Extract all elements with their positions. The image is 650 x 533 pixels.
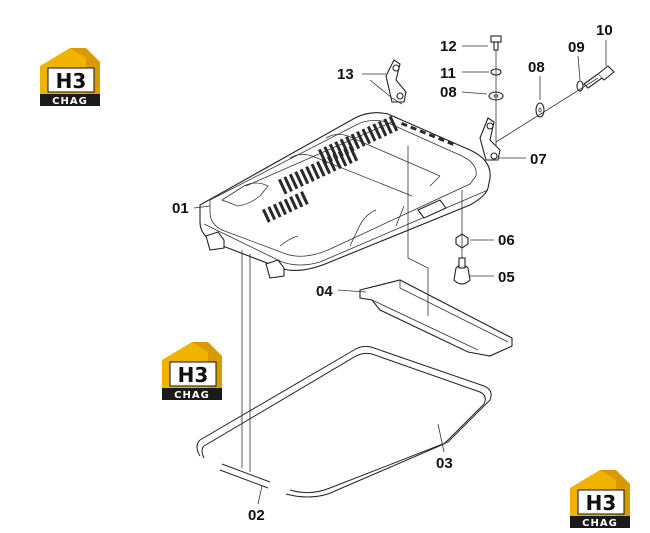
callout-02: 02 [248, 507, 265, 524]
callout-09: 09 [568, 39, 585, 56]
callout-13: 13 [337, 66, 354, 83]
rod-part [219, 463, 271, 489]
hinge-bracket-right [479, 117, 501, 161]
bulb-part [453, 257, 471, 285]
bolt-part [583, 65, 615, 89]
flat-washer-part-right [535, 102, 545, 118]
watermark-logo-bottom-right: H3 CHAG [570, 470, 630, 529]
plate-part [359, 279, 513, 357]
watermark-mark: H3 [178, 363, 209, 387]
callout-03: 03 [436, 455, 453, 472]
watermark-name: CHAG [52, 96, 88, 107]
callout-11: 11 [440, 65, 456, 82]
callout-06: 06 [498, 232, 515, 249]
callout-08-top: 08 [440, 84, 457, 101]
hinge-bracket-left [369, 59, 407, 105]
assembly-lines [241, 50, 599, 472]
watermark-mark: H3 [56, 69, 87, 93]
leader-lines [193, 40, 607, 505]
callout-12: 12 [440, 38, 457, 55]
callout-10: 10 [596, 22, 613, 39]
watermark-logo-top-left: H3 CHAG [40, 48, 100, 107]
watermark-name: CHAG [582, 518, 618, 529]
callout-08-right: 08 [528, 59, 545, 76]
cover-assembly [199, 112, 491, 279]
callout-01: 01 [172, 200, 189, 217]
seal-ring [196, 345, 492, 498]
watermark-mark: H3 [586, 491, 617, 515]
callout-07: 07 [530, 151, 547, 168]
watermark-name: CHAG [174, 390, 210, 401]
watermark-logo-center: H3 CHAG [162, 342, 222, 401]
callout-05: 05 [498, 269, 515, 286]
screw-part [490, 35, 502, 51]
callout-04: 04 [316, 283, 333, 300]
